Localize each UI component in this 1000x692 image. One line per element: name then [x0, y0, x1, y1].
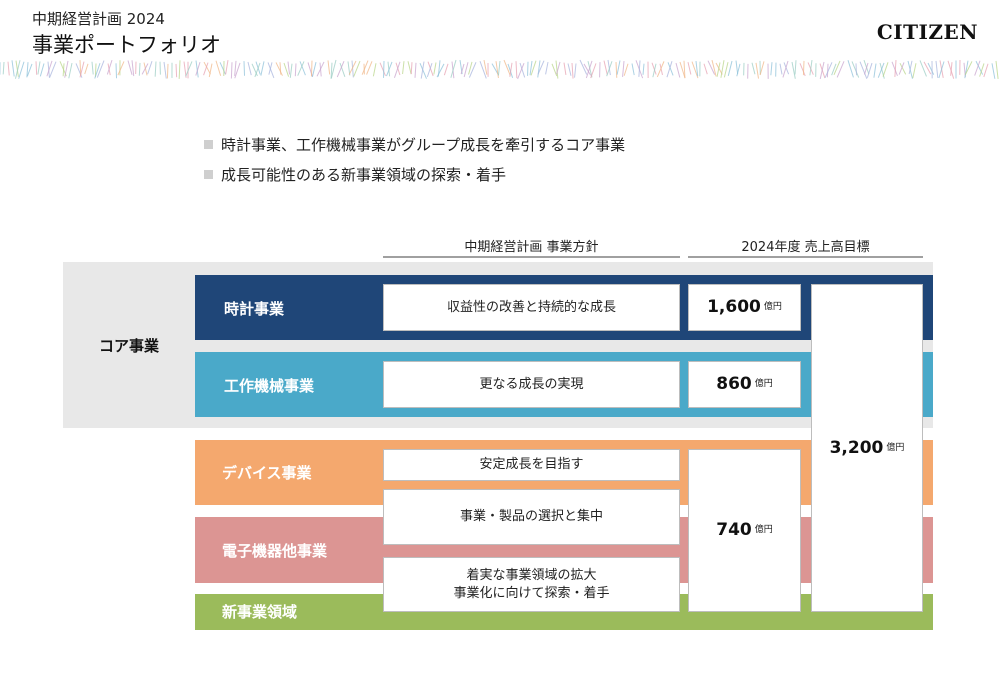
- target-value: 860: [716, 374, 752, 395]
- decorative-pattern: [0, 59, 999, 80]
- policy-text: 事業・製品の選択と集中: [459, 509, 603, 525]
- bullet-item: 時計事業、工作機械事業がグループ成長を牽引するコア事業: [204, 134, 625, 155]
- target-unit: 億円: [754, 525, 773, 536]
- target-value: 740: [716, 520, 752, 541]
- policy-box-new-business: 着実な事業領域の拡大 事業化に向けて探索・着手: [383, 557, 680, 612]
- column-divider: [688, 256, 923, 258]
- column-header-target: 2024年度 売上高目標: [741, 240, 870, 255]
- target-value: 1,600: [707, 297, 761, 318]
- target-unit: 億円: [886, 442, 905, 453]
- bullet-square-icon: [204, 140, 213, 149]
- plan-subtitle: 中期経営計画 2024: [32, 10, 165, 28]
- policy-text: 安定成長を目指す: [479, 457, 584, 473]
- policy-text-line1: 着実な事業領域の拡大: [466, 567, 597, 583]
- page-title: 事業ポートフォリオ: [32, 33, 221, 57]
- policy-text: 更なる成長の実現: [479, 376, 584, 392]
- segment-label-electronics: 電子機器他事業: [222, 542, 328, 560]
- policy-box-electronics: 事業・製品の選択と集中: [383, 489, 680, 545]
- policy-box-machine-tools: 更なる成長の実現: [383, 361, 680, 408]
- bullet-item: 成長可能性のある新事業領域の探索・着手: [204, 164, 625, 185]
- target-unit: 億円: [754, 379, 773, 390]
- column-divider: [383, 256, 680, 258]
- segment-label-watch: 時計事業: [224, 300, 285, 318]
- column-header-policy: 中期経営計画 事業方針: [464, 240, 599, 255]
- bullet-text: 時計事業、工作機械事業がグループ成長を牽引するコア事業: [221, 136, 626, 154]
- target-unit: 億円: [763, 302, 782, 313]
- bullet-text: 成長可能性のある新事業領域の探索・着手: [221, 166, 507, 184]
- policy-text: 収益性の改善と持続的な成長: [446, 299, 616, 315]
- segment-label-machine-tools: 工作機械事業: [224, 377, 315, 395]
- bullet-list: 時計事業、工作機械事業がグループ成長を牽引するコア事業 成長可能性のある新事業領…: [204, 134, 625, 194]
- core-business-label: コア事業: [98, 336, 159, 355]
- policy-box-devices: 安定成長を目指す: [383, 449, 680, 481]
- bullet-square-icon: [204, 170, 213, 179]
- segment-label-devices: デバイス事業: [222, 464, 312, 482]
- policy-text-line2: 事業化に向けて探索・着手: [453, 585, 610, 601]
- target-value: 3,200: [829, 437, 884, 458]
- segment-label-new-business: 新事業領域: [222, 603, 298, 621]
- citizen-logo: CITIZEN: [876, 20, 978, 44]
- policy-box-watch: 収益性の改善と持続的な成長: [383, 284, 680, 331]
